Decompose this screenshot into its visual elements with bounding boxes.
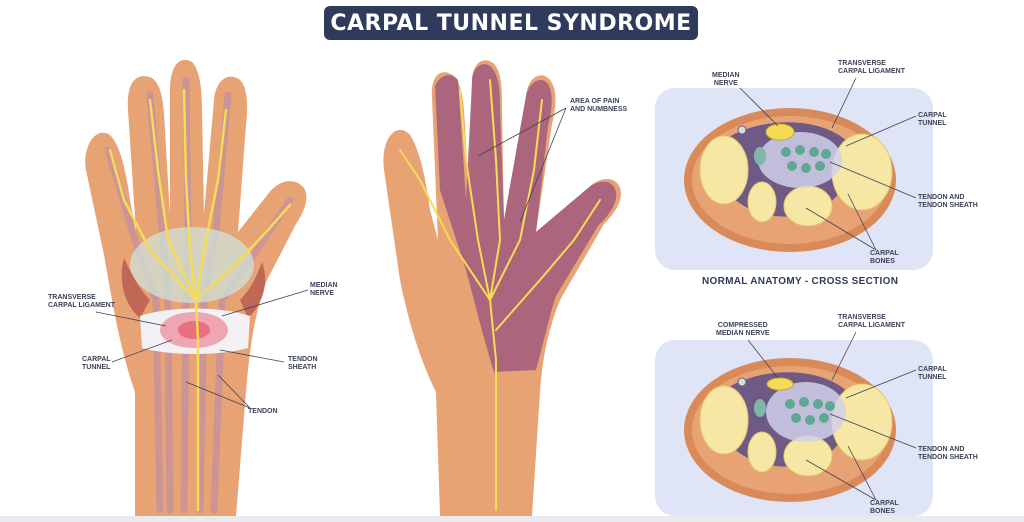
label-carpal-bones-top: CARPAL BONES <box>870 250 899 266</box>
label-line: TENDON <box>288 356 318 363</box>
label-tendon: TENDON <box>248 408 278 416</box>
label-transverse-ligament: TRANSVERSE CARPAL LIGAMENT <box>48 294 115 310</box>
label-transverse-ligament-top: TRANSVERSE CARPAL LIGAMENT <box>838 60 905 76</box>
label-line: TENDON AND <box>918 446 965 453</box>
label-line: SHEATH <box>288 364 317 371</box>
label-line: CARPAL <box>870 500 899 507</box>
pain-area <box>435 64 617 372</box>
label-line: BONES <box>870 258 895 265</box>
bottom-divider <box>0 516 1024 522</box>
label-line: MEDIAN NERVE <box>716 330 770 337</box>
label-carpal-tunnel-top: CARPAL TUNNEL <box>918 112 947 128</box>
label-line: BONES <box>870 508 895 515</box>
page-title: CARPAL TUNNEL SYNDROME <box>330 10 692 36</box>
label-carpal-tunnel-bottom: CARPAL TUNNEL <box>918 366 947 382</box>
label-line: TRANSVERSE <box>48 294 96 301</box>
label-median-nerve-top: MEDIAN NERVE <box>712 72 740 88</box>
label-carpal-tunnel: CARPAL TUNNEL <box>82 356 111 372</box>
label-median-nerve: MEDIAN NERVE <box>310 282 338 298</box>
cross-section-normal <box>655 77 933 270</box>
label-line: CARPAL <box>918 366 947 373</box>
label-line: TRANSVERSE <box>838 60 886 67</box>
title-banner: CARPAL TUNNEL SYNDROME <box>324 6 698 40</box>
label-line: AREA OF PAIN <box>570 98 620 105</box>
label-line: TRANSVERSE <box>838 314 886 321</box>
label-line: CARPAL LIGAMENT <box>48 302 116 309</box>
label-line: TUNNEL <box>918 120 947 127</box>
label-compressed-nerve: COMPRESSED MEDIAN NERVE <box>716 322 770 338</box>
label-line: TUNNEL <box>918 374 947 381</box>
label-line: TUNNEL <box>82 364 111 371</box>
left-hand <box>85 59 309 517</box>
label-line: AND NUMBNESS <box>570 106 628 113</box>
label-line: MEDIAN <box>712 72 740 79</box>
label-line: CARPAL LIGAMENT <box>838 68 906 75</box>
label-pain-area: AREA OF PAIN AND NUMBNESS <box>570 98 627 114</box>
label-line: CARPAL LIGAMENT <box>838 322 906 329</box>
label-line: CARPAL <box>82 356 111 363</box>
label-line: NERVE <box>713 80 738 87</box>
label-line: CARPAL <box>870 250 899 257</box>
label-line: MEDIAN <box>310 282 338 289</box>
label-line: NERVE <box>310 290 334 297</box>
cross-section-compressed <box>655 331 933 516</box>
middle-hand <box>383 60 621 516</box>
label-line: TENDON SHEATH <box>918 454 978 461</box>
caption-normal-anatomy: NORMAL ANATOMY - CROSS SECTION <box>702 276 899 287</box>
label-line: TENDON SHEATH <box>918 202 978 209</box>
label-line: TENDON <box>248 408 278 415</box>
label-line: COMPRESSED <box>717 322 768 329</box>
label-tendon-sheath-top: TENDON AND TENDON SHEATH <box>918 194 978 210</box>
label-tendon-sheath-bottom: TENDON AND TENDON SHEATH <box>918 446 978 462</box>
label-line: CARPAL <box>918 112 947 119</box>
label-line: TENDON AND <box>918 194 965 201</box>
label-carpal-bones-bottom: CARPAL BONES <box>870 500 899 516</box>
label-tendon-sheath: TENDON SHEATH <box>288 356 318 372</box>
label-transverse-ligament-bottom: TRANSVERSE CARPAL LIGAMENT <box>838 314 905 330</box>
